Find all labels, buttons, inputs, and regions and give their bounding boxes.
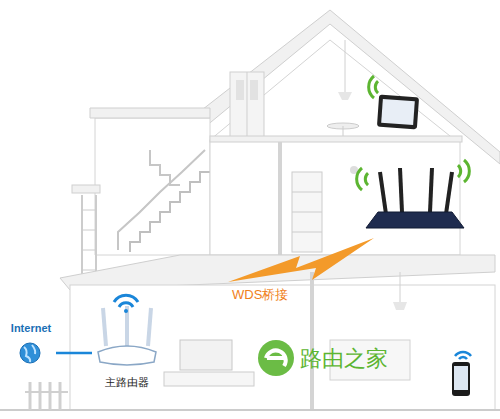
fence — [25, 382, 68, 410]
node-label: Internet — [11, 322, 51, 334]
wardrobe — [230, 72, 264, 138]
router-node: 主路由器 — [92, 300, 162, 390]
node-label: 主路由器 — [105, 375, 149, 390]
tv — [180, 340, 232, 370]
phone — [452, 352, 471, 396]
watermark-text: 路由之家 — [300, 344, 388, 374]
bookshelf — [292, 172, 322, 252]
main-router — [98, 295, 156, 365]
attic — [210, 40, 455, 140]
tablet — [369, 76, 419, 129]
internet-node: Internet — [6, 322, 56, 366]
second-floor — [210, 140, 460, 255]
ground-floor — [70, 285, 495, 410]
internet-globe — [20, 343, 40, 363]
stair-room — [95, 118, 210, 255]
bridge-label: WDS桥接 — [232, 286, 288, 304]
watermark-logo — [258, 340, 294, 376]
wds-bolt — [228, 238, 374, 282]
network-cable — [56, 352, 92, 355]
wds-router — [357, 160, 470, 228]
